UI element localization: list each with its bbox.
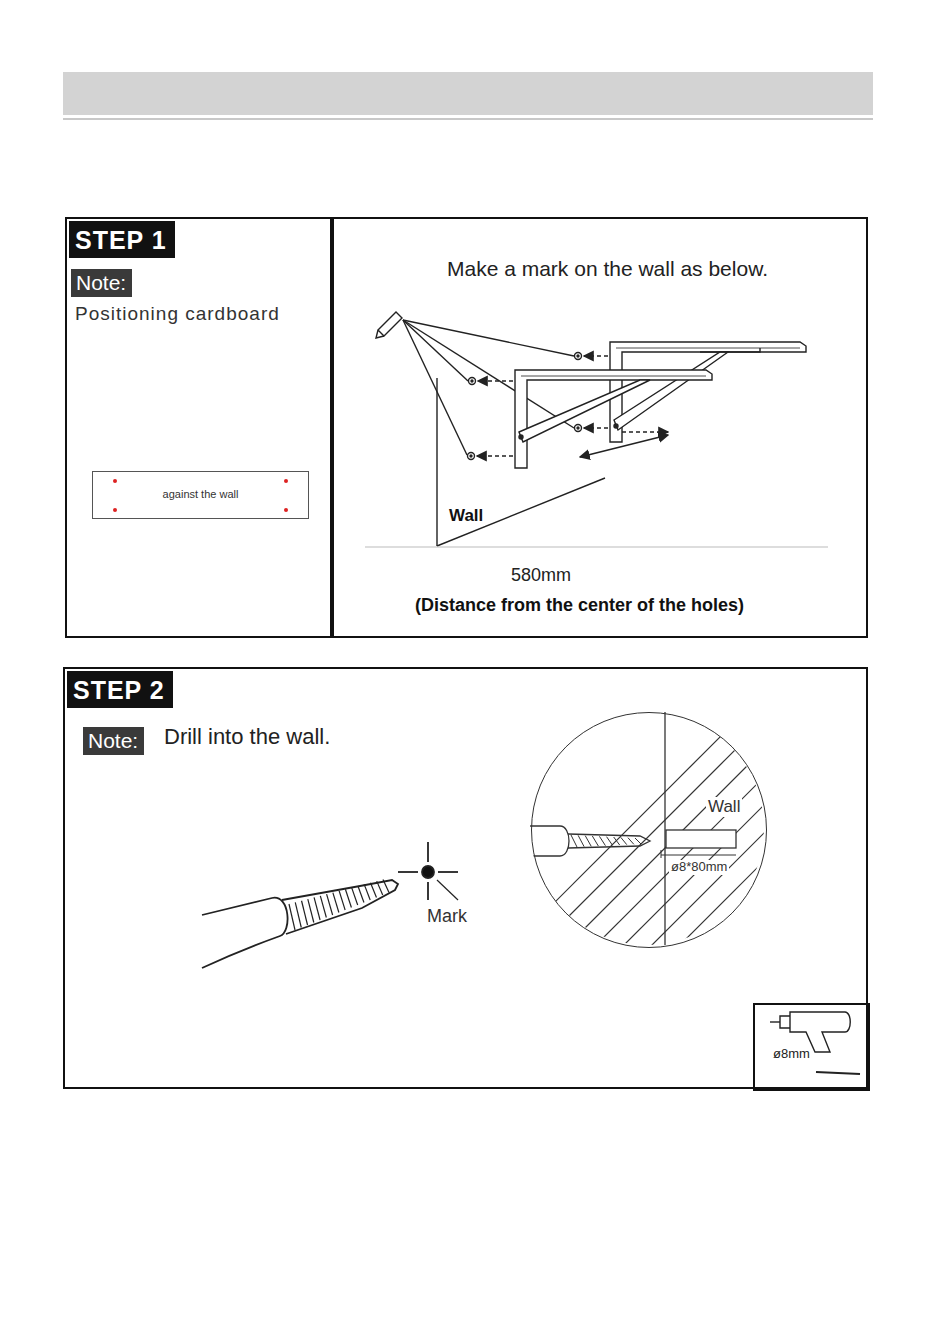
note-label: Note:: [76, 270, 126, 295]
step-title: STEP 2: [73, 675, 165, 705]
step-badge: STEP 2: [67, 671, 173, 708]
header-rule: [63, 118, 873, 120]
cardboard-template: against the wall: [92, 471, 309, 519]
step-title: STEP 1: [75, 225, 167, 255]
wall-label: Wall: [447, 506, 485, 526]
cardboard-dots: [113, 479, 288, 512]
note-text: Drill into the wall.: [164, 724, 330, 749]
note-text: Positioning cardboard: [75, 303, 280, 325]
bracket-illustration: [365, 312, 828, 547]
tool-box: ø8mm: [753, 1003, 870, 1091]
zoom-circle: Wall ø8*80mm: [531, 712, 767, 948]
step-badge: STEP 1: [69, 221, 175, 258]
dimension-note: (Distance from the center of the holes): [415, 595, 744, 616]
drill-illustration: [202, 842, 458, 968]
instruction-text: Make a mark on the wall as below.: [447, 257, 768, 281]
wall-label: Wall: [706, 797, 742, 817]
note-tag: Note:: [83, 727, 144, 755]
cardboard-label: against the wall: [163, 488, 239, 501]
header-bar: [63, 72, 873, 115]
step-panel: Drill into the wall. Mark STEP 2 Note: Wall ø…: [63, 667, 868, 1089]
hole-dimension: ø8*80mm: [669, 860, 729, 875]
note-label: Note:: [88, 728, 138, 753]
drill-size: ø8mm: [773, 1047, 810, 1062]
dimension: 580mm: [511, 565, 571, 586]
mark-label: Mark: [427, 906, 467, 927]
note-tag: Note:: [71, 269, 132, 297]
drill-icon: [770, 1012, 860, 1074]
instruction-panel: Make a mark on the wall as below. Wall 580…: [332, 217, 868, 638]
step-panel: Positioning cardboard STEP 1 Note: against …: [65, 217, 332, 638]
